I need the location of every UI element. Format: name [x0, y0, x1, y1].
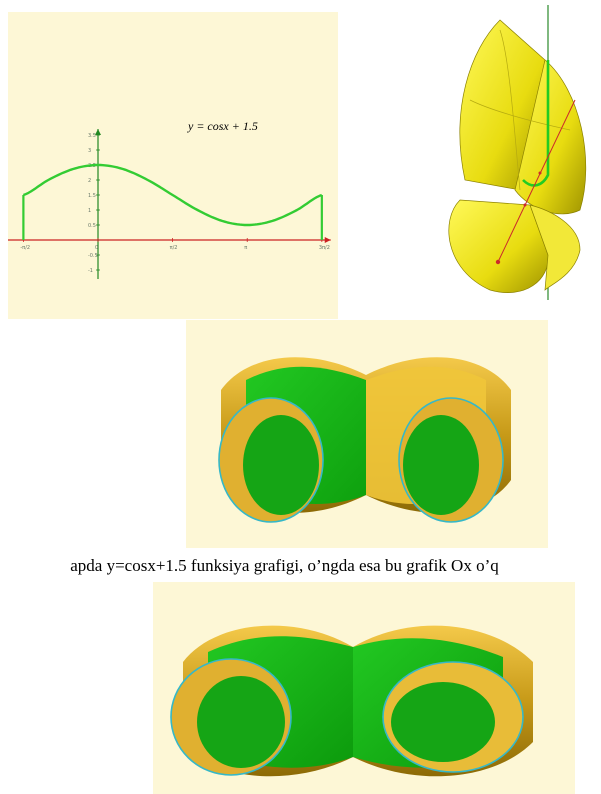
equation-label: y = cosx + 1.5: [187, 119, 258, 133]
surface-of-revolution-panel: [430, 0, 601, 300]
y-tick-label: 1.5: [88, 193, 96, 199]
double-cylinder-panel-middle: [186, 320, 548, 548]
y-tick-label: 3: [88, 148, 91, 154]
yellow-surface-of-revolution-icon: [448, 5, 587, 300]
double-cylinder-panel-bottom: [153, 582, 575, 794]
y-tick-label: -0.5: [88, 253, 98, 259]
y-tick-label: 3.5: [88, 133, 96, 139]
y-tick-label: -1: [88, 268, 93, 274]
x-tick-label: π: [244, 245, 247, 251]
caption-text: apda y=cosx+1.5 funksiya grafigi, o’ngda…: [0, 556, 601, 578]
y-tick-label: 0.5: [88, 223, 96, 229]
y-tick-label: 1: [88, 208, 91, 214]
y-tick-label: 2: [88, 178, 91, 184]
caption-line: apda y=cosx+1.5 funksiya grafigi, o’ngda…: [70, 556, 499, 575]
y-axis-arrow: [95, 129, 101, 135]
x-tick-label: -π/2: [20, 245, 30, 251]
green-gold-double-cylinder-icon: [218, 357, 511, 523]
x-tick-label: 3π/2: [319, 245, 330, 251]
x-tick-label: 0: [95, 245, 98, 251]
x-axis-arrow: [324, 237, 331, 243]
series-line-cos: [22, 163, 323, 227]
green-gold-double-cylinder-icon: [170, 625, 533, 777]
x-tick-label: π/2: [170, 245, 178, 251]
